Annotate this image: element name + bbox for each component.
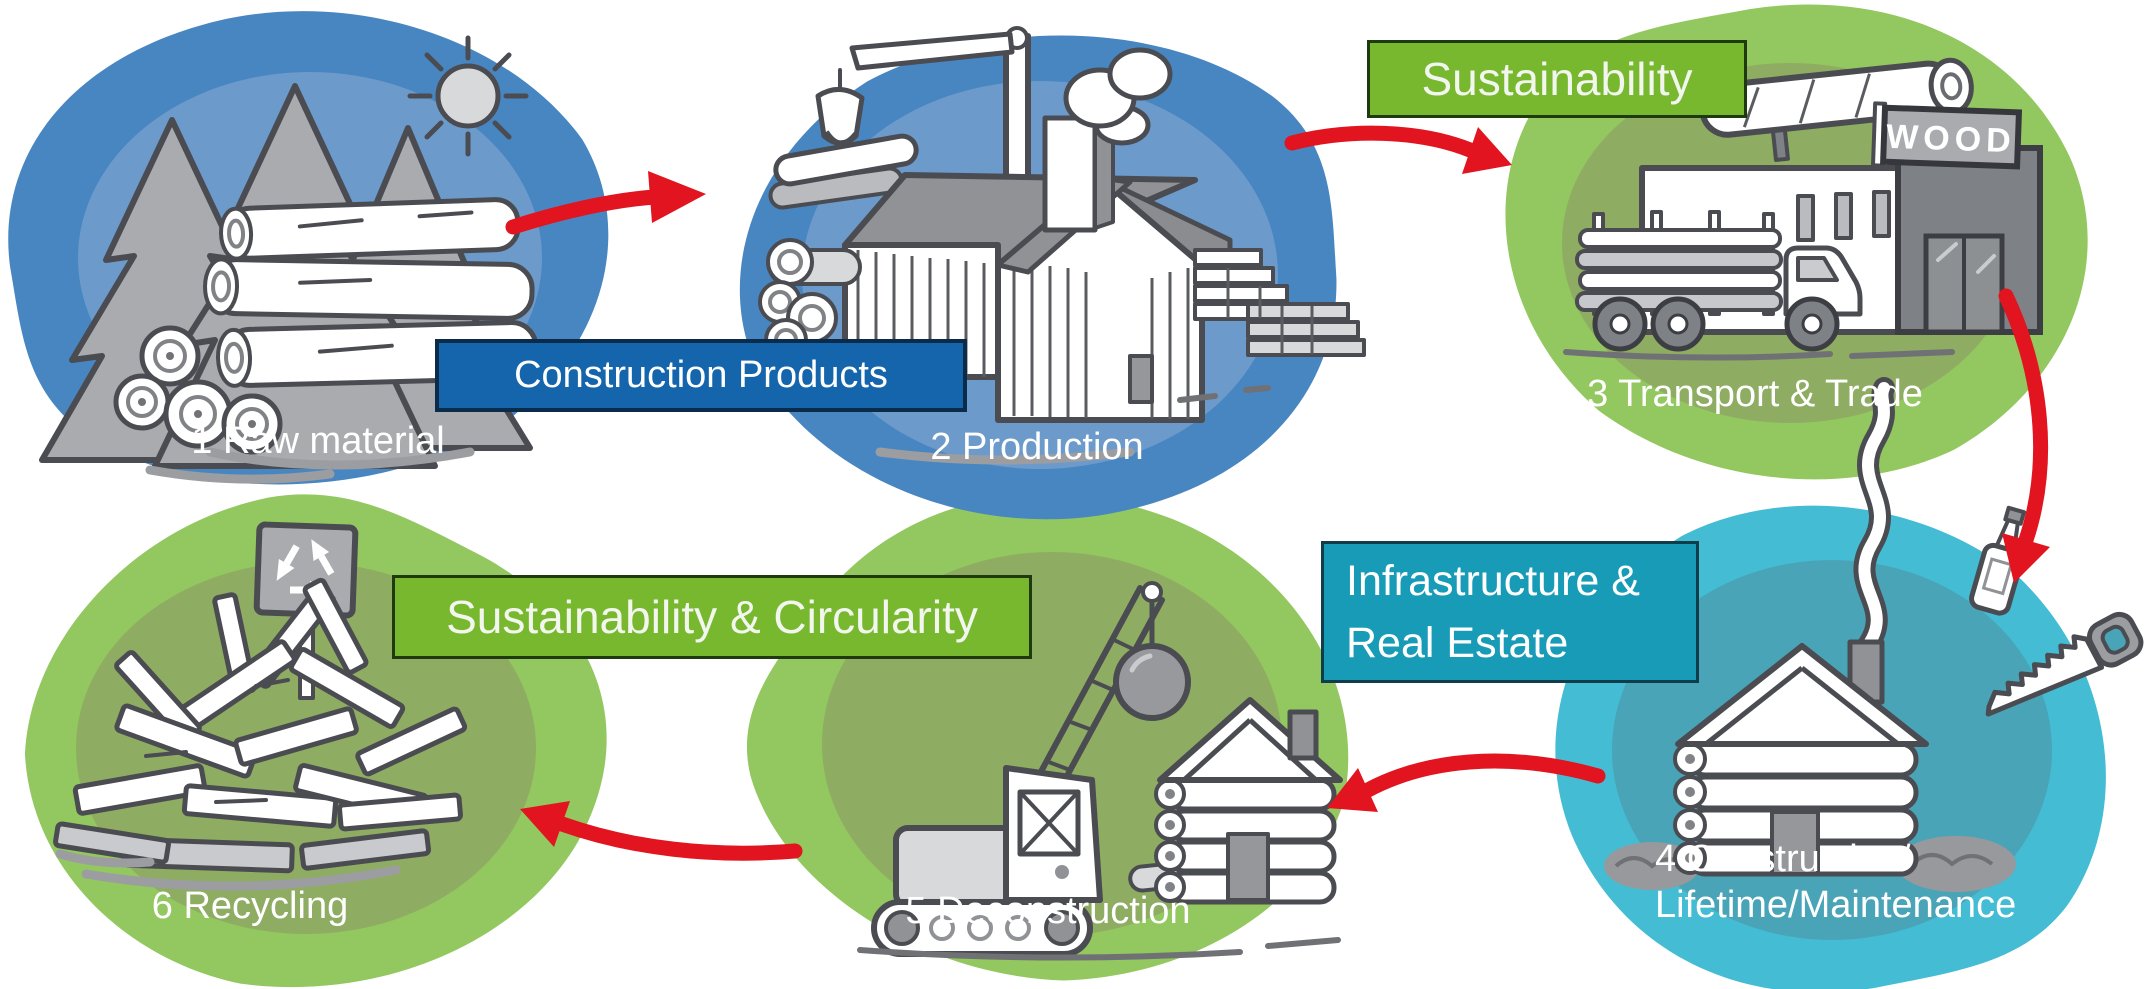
saw-icon bbox=[1985, 611, 2144, 717]
truck-wheels-icon bbox=[1592, 296, 1840, 352]
flow-arrow-3-4 bbox=[1998, 288, 2050, 583]
stage-label-recycling: 6 Recycling bbox=[151, 885, 349, 927]
flow-arrow-1-2 bbox=[505, 171, 706, 235]
crawler-crane-icon bbox=[871, 581, 1191, 957]
illustration-production bbox=[758, 26, 1366, 465]
log-ends-icon bbox=[113, 325, 283, 455]
flow-arrow-5-6 bbox=[520, 801, 803, 861]
illustration-transport-trade: WOOD bbox=[1563, 57, 2043, 361]
wood-sign: WOOD bbox=[1870, 101, 2023, 170]
stage-label-production: 2 Production bbox=[930, 426, 1144, 468]
smoke-icon bbox=[1063, 47, 1173, 146]
lumber-stacks-icon bbox=[1193, 248, 1366, 357]
deconstructed-cabin-icon bbox=[1128, 697, 1343, 905]
stage-label-raw-material: 1 Raw material bbox=[191, 420, 445, 462]
tag-sustainability: Sustainability bbox=[1367, 40, 1747, 118]
illustration-deconstruction bbox=[857, 581, 1343, 961]
tag-sustainability-circularity: Sustainability & Circularity bbox=[392, 575, 1032, 659]
chimney-smoke-icon bbox=[1847, 377, 1895, 705]
wood-scrap-pile-icon bbox=[53, 577, 468, 891]
flow-arrow-4-5 bbox=[1327, 753, 1606, 812]
log-truck-icon bbox=[1563, 210, 1955, 361]
wrecking-ball-icon bbox=[1113, 643, 1191, 721]
flow-arrow-2-3 bbox=[1284, 125, 1512, 174]
stage-label-construction-lifetime: 4 Construction/ Lifetime/Maintenance bbox=[1655, 838, 2017, 926]
stage-label-deconstruction: 5 Deconstruction bbox=[905, 890, 1191, 932]
illustration-recycling bbox=[53, 521, 468, 891]
log-cabin-icon bbox=[1673, 643, 1929, 877]
illustration-construction-lifetime bbox=[1604, 377, 2144, 892]
fed-logs-icon bbox=[768, 133, 919, 210]
flow-arrows bbox=[505, 125, 2050, 861]
sun-icon bbox=[407, 35, 529, 157]
tag-construction-products: Construction Products bbox=[435, 339, 967, 412]
wood-sign-text: WOOD bbox=[1886, 118, 2017, 160]
stage-label-transport-trade: 3 Transport & Trade bbox=[1587, 373, 1923, 415]
tag-infrastructure-real-estate: Infrastructure & Real Estate bbox=[1321, 541, 1699, 683]
